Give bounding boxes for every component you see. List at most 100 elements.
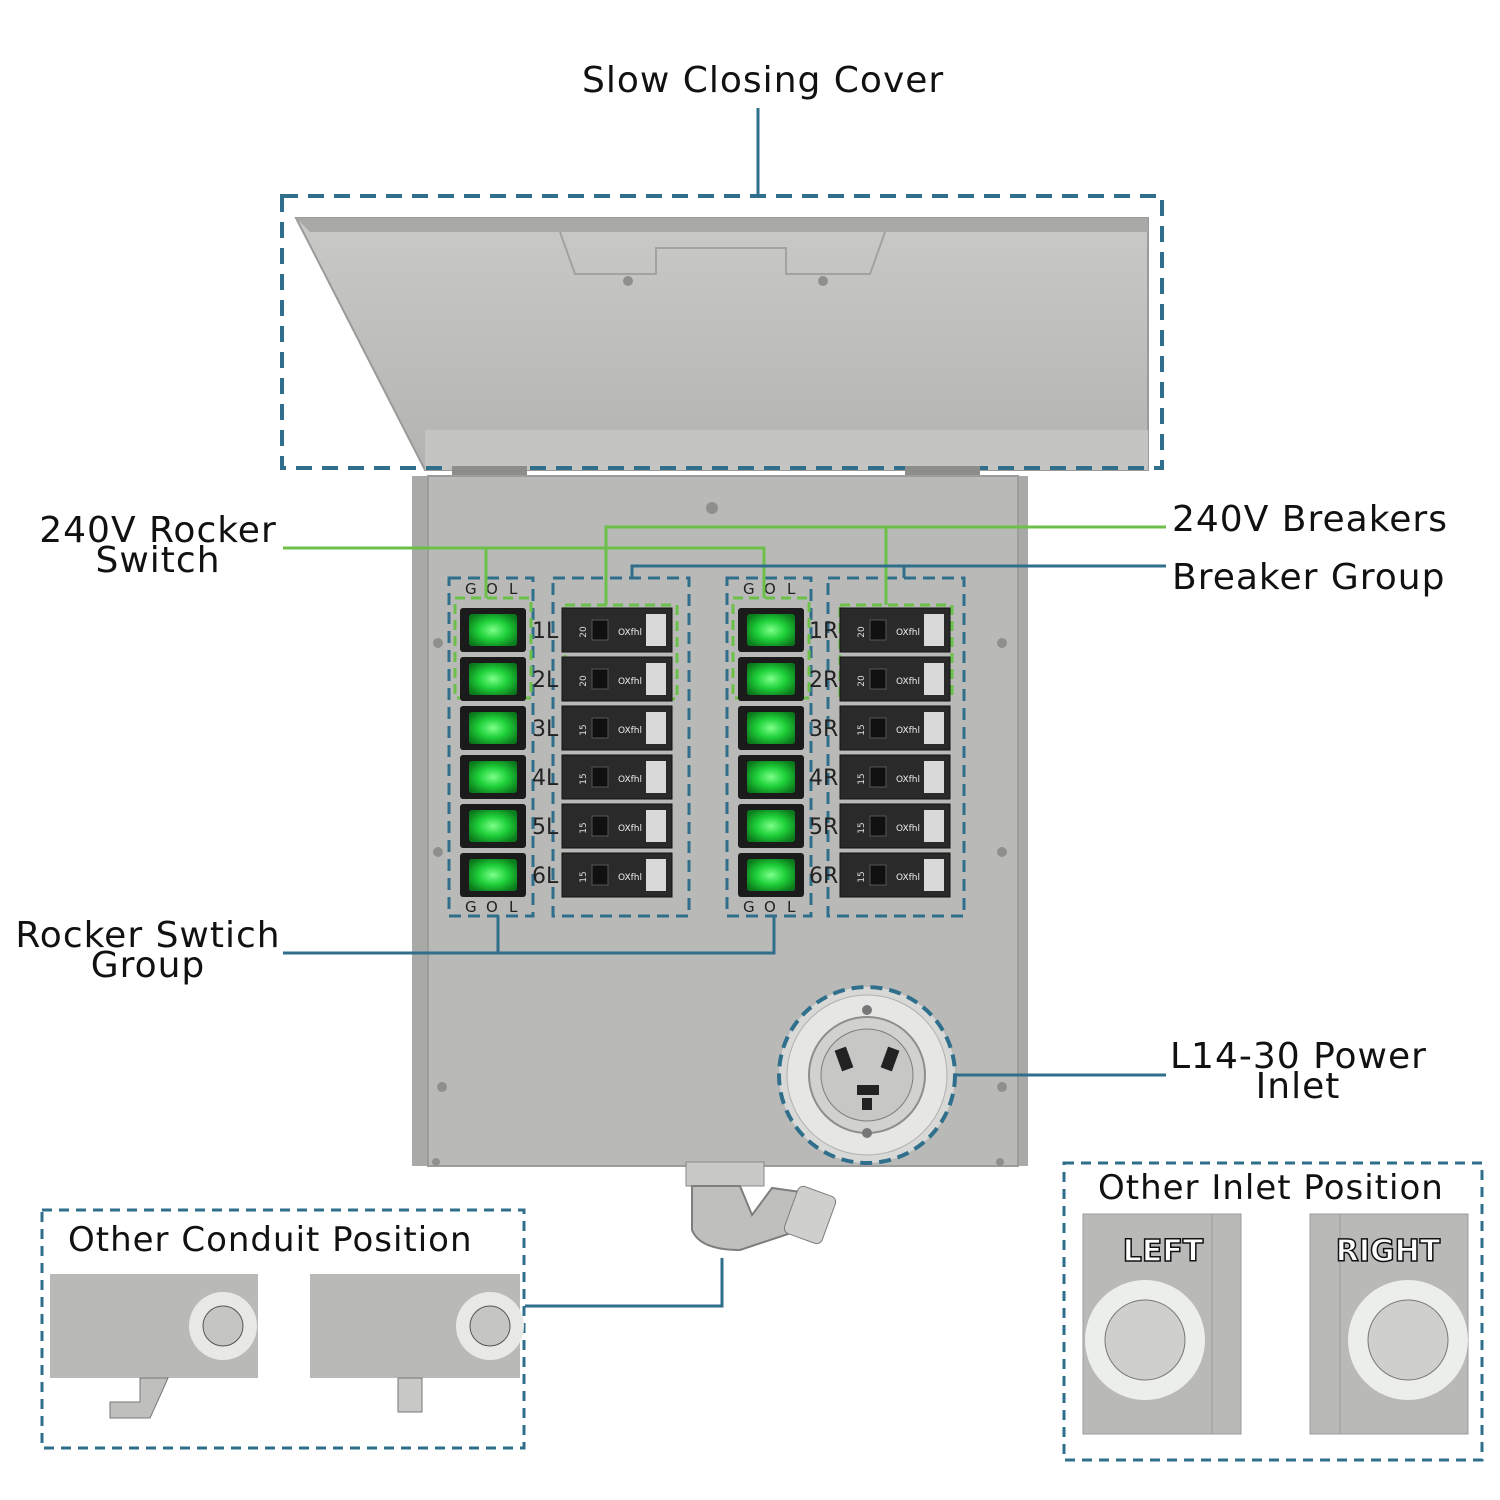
switch-light-4R [747, 761, 795, 793]
breaker-sticker-1R [924, 614, 944, 646]
inlet-inset: LEFT RIGHT [1062, 1161, 1484, 1462]
svg-text:G: G [465, 898, 477, 916]
circuit-label-2R: 2R [809, 668, 838, 693]
breaker-handle-3L[interactable] [591, 717, 609, 739]
svg-text:G: G [465, 580, 477, 598]
svg-text:G: G [743, 898, 755, 916]
breaker-sticker-4L [646, 761, 666, 793]
switch-light-3R [747, 712, 795, 744]
conduit-inset-title: Other Conduit Position [68, 1220, 473, 1260]
hinge-right [905, 466, 980, 476]
switch-light-1R [747, 614, 795, 646]
switch-light-2R [747, 663, 795, 695]
breakers-240v-label: 240V Breakers [1172, 499, 1448, 540]
callout-lines [283, 525, 1166, 1308]
breaker-handle-4L[interactable] [591, 766, 609, 788]
breaker-rating-3L: 15 [579, 724, 589, 735]
breaker-handle-3R[interactable] [869, 717, 887, 739]
cover-callout-box [280, 194, 1164, 470]
circuit-label-4L: 4L [532, 766, 559, 791]
breaker-brand-3L: OXfhl [618, 726, 642, 736]
breaker-sticker-6L [646, 859, 666, 891]
breaker-handle-4R[interactable] [869, 766, 887, 788]
inlet-inset-title: Other Inlet Position [1098, 1168, 1444, 1208]
breaker-sticker-3R [924, 712, 944, 744]
breaker-brand-1R: OXfhl [896, 628, 920, 638]
left-switch-group-box [447, 576, 535, 918]
breaker-rating-2L: 20 [579, 675, 589, 687]
breaker-handle-1L[interactable] [591, 619, 609, 641]
switch-light-4L [469, 761, 517, 793]
circuit-label-5R: 5R [809, 815, 838, 840]
conduit-fitting [685, 1161, 837, 1252]
svg-text:O: O [764, 898, 776, 916]
breaker-brand-1L: OXfhl [618, 628, 642, 638]
switch-light-6L [469, 859, 517, 891]
circuit-label-4R: 4R [809, 766, 838, 791]
circuit-label-2L: 2L [532, 668, 559, 693]
breaker-rating-1R: 20 [857, 626, 867, 638]
svg-text:L: L [509, 580, 518, 598]
breaker-handle-6R[interactable] [869, 864, 887, 886]
circuit-label-1R: 1R [809, 619, 838, 644]
breaker-sticker-1L [646, 614, 666, 646]
breaker-brand-3R: OXfhl [896, 726, 920, 736]
switch-light-6R [747, 859, 795, 891]
svg-text:G: G [743, 580, 755, 598]
hinge-left [452, 466, 527, 476]
slow-closing-cover [294, 217, 1149, 471]
breaker-rating-6L: 15 [579, 871, 589, 882]
breaker-sticker-4R [924, 761, 944, 793]
breaker-handle-6L[interactable] [591, 864, 609, 886]
circuit-label-5L: 5L [532, 815, 559, 840]
svg-text:O: O [764, 580, 776, 598]
inlet-left-label: LEFT [1123, 1234, 1204, 1269]
switch-light-2L [469, 663, 517, 695]
svg-text:L: L [787, 898, 796, 916]
svg-text:L: L [509, 898, 518, 916]
breaker-rating-4R: 15 [857, 773, 867, 784]
left-breaker-group-box [551, 576, 691, 918]
breaker-brand-6L: OXfhl [618, 873, 642, 883]
breaker-rating-5L: 15 [579, 822, 589, 833]
breaker-sticker-5R [924, 810, 944, 842]
switch-light-5L [469, 810, 517, 842]
svg-text:L: L [787, 580, 796, 598]
circuit-label-6L: 6L [532, 864, 559, 889]
breaker-sticker-6R [924, 859, 944, 891]
inlet-right-label: RIGHT [1336, 1234, 1441, 1269]
breaker-sticker-3L [646, 712, 666, 744]
switch-light-1L [469, 614, 517, 646]
breaker-rating-5R: 15 [857, 822, 867, 833]
breaker-brand-2R: OXfhl [896, 677, 920, 687]
circuit-label-3R: 3R [809, 717, 838, 742]
circuit-label-6R: 6R [809, 864, 838, 889]
svg-text:O: O [486, 898, 498, 916]
breaker-handle-5R[interactable] [869, 815, 887, 837]
breaker-rating-4L: 15 [579, 773, 589, 784]
power-inlet [777, 985, 957, 1165]
breaker-brand-5R: OXfhl [896, 824, 920, 834]
breaker-brand-4L: OXfhl [618, 775, 642, 785]
breaker-group-label: Breaker Group [1172, 557, 1446, 598]
breaker-brand-2L: OXfhl [618, 677, 642, 687]
breaker-handle-2L[interactable] [591, 668, 609, 690]
circuit-label-3L: 3L [532, 717, 559, 742]
right-breaker-group-box [826, 576, 966, 918]
switch-light-5R [747, 810, 795, 842]
breaker-rating-1L: 20 [579, 626, 589, 638]
breaker-sticker-2L [646, 663, 666, 695]
breaker-rating-3R: 15 [857, 724, 867, 735]
breaker-sticker-5L [646, 810, 666, 842]
breaker-handle-1R[interactable] [869, 619, 887, 641]
breaker-handle-2R[interactable] [869, 668, 887, 690]
breaker-brand-4R: OXfhl [896, 775, 920, 785]
switch-light-3L [469, 712, 517, 744]
breaker-handle-5L[interactable] [591, 815, 609, 837]
